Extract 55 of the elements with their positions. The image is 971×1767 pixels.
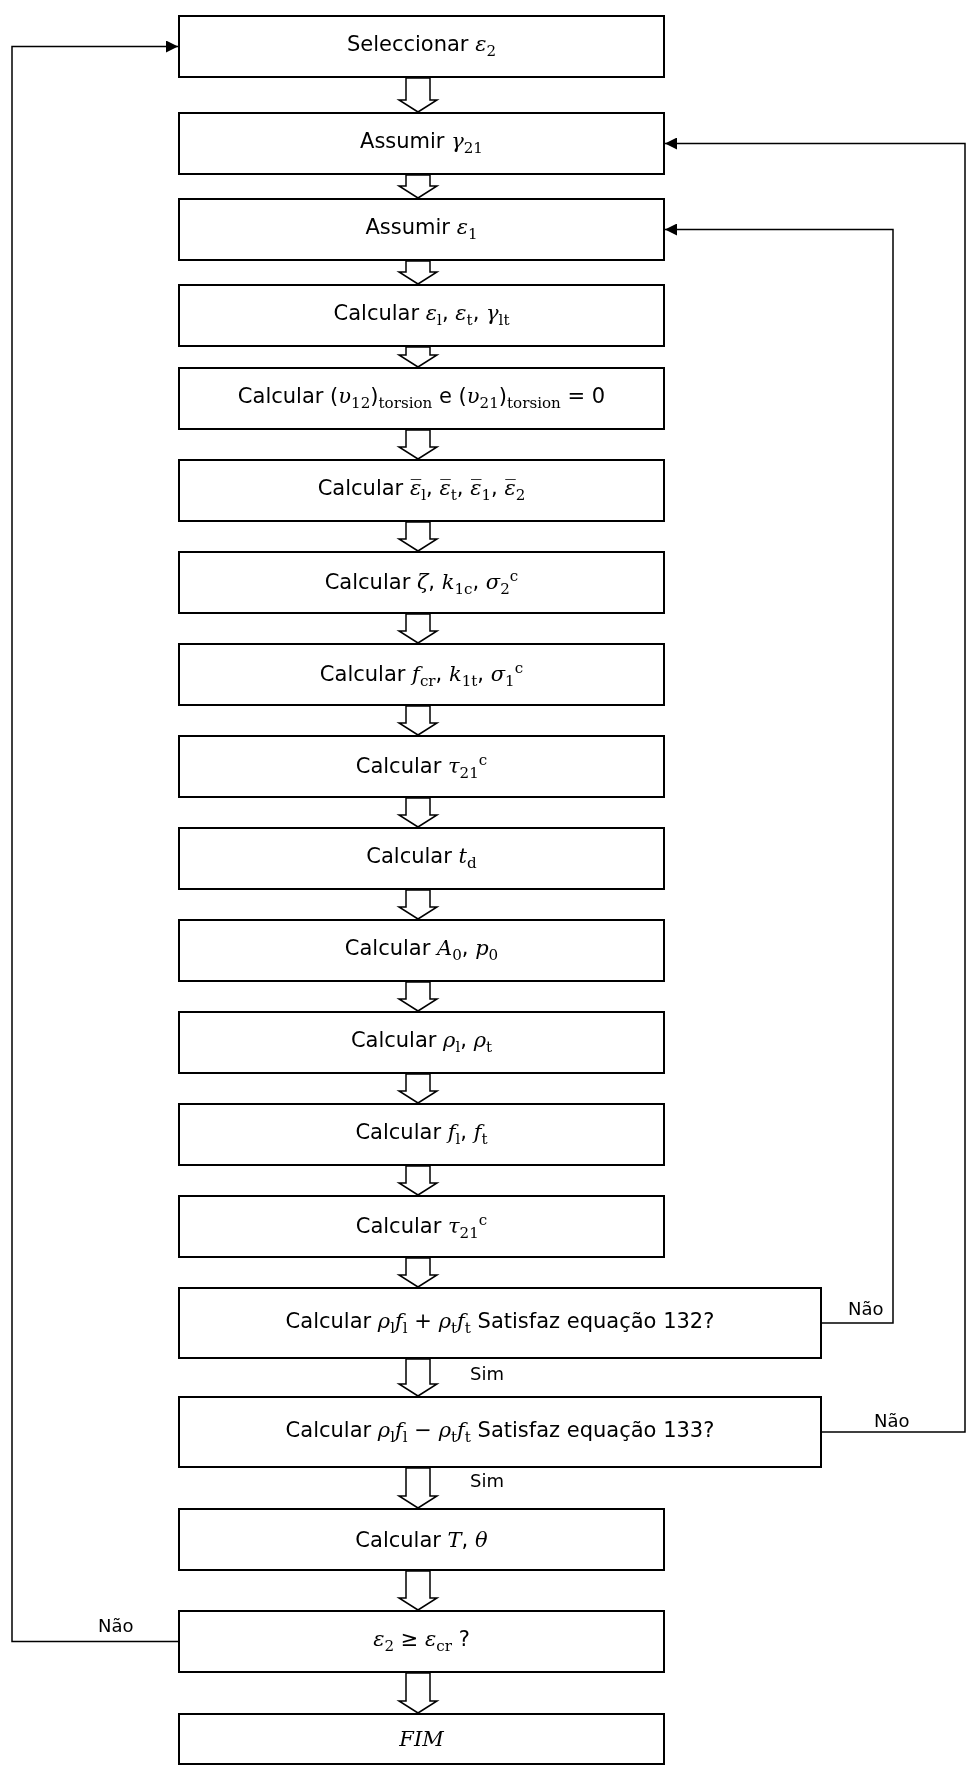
block-arrow xyxy=(396,981,440,1012)
step-text: Seleccionar ε$_{2}$ xyxy=(346,32,497,61)
block-arrow xyxy=(396,174,440,199)
process-box xyxy=(178,1103,665,1166)
step-text: Calcular ρ$_{l}$, ρ$_{t}$ xyxy=(350,1028,493,1057)
block-arrow xyxy=(396,1358,440,1397)
step-text: Calcular t$_{d}$ xyxy=(366,844,477,873)
block-arrow xyxy=(396,260,440,285)
process-box xyxy=(178,367,665,430)
process-box xyxy=(178,459,665,522)
process-box xyxy=(178,1396,822,1468)
step-text: Assumir γ$_{21}$ xyxy=(360,129,483,158)
step-text: Calcular ε$_{l}$, ε$_{t}$, γ$_{lt}$ xyxy=(333,301,510,330)
step-text: ε$_{2}$ ≥ ε$_{cr}$ ? xyxy=(373,1627,470,1656)
process-box xyxy=(178,1195,665,1258)
process-box xyxy=(178,735,665,798)
step-text: Calcular ρ$_{l}$f$_{l}$ − ρ$_{t}$f$_{t}$ Satisfaz equação 133? xyxy=(285,1417,715,1447)
arrow xyxy=(664,223,894,1324)
process-box xyxy=(178,1011,665,1074)
block-arrow xyxy=(396,521,440,552)
process-box xyxy=(178,112,665,175)
step-text: Calcular A$_{0}$, p$_{0}$ xyxy=(344,936,499,965)
arrow xyxy=(11,40,179,1643)
process-box xyxy=(178,919,665,982)
block-arrow xyxy=(396,346,440,368)
block-arrow xyxy=(396,797,440,828)
process-box xyxy=(178,198,665,261)
arrow xyxy=(664,137,966,1433)
block-arrow xyxy=(396,705,440,736)
step-text: Calcular f$_{l}$, f$_{t}$ xyxy=(355,1120,488,1149)
process-box xyxy=(178,284,665,347)
step-text: Assumir ε$_{1}$ xyxy=(365,215,478,244)
block-arrow xyxy=(396,889,440,920)
block-arrow xyxy=(396,1672,440,1714)
block-arrow xyxy=(396,1257,440,1288)
step-text: Calcular ρ$_{l}$f$_{l}$ + ρ$_{t}$f$_{t}$ Satisfaz equação 132? xyxy=(285,1308,715,1338)
process-box xyxy=(178,1610,665,1673)
block-arrow xyxy=(396,613,440,644)
block-arrow xyxy=(396,1467,440,1509)
process-box xyxy=(178,551,665,614)
process-box xyxy=(178,1508,665,1571)
block-arrow xyxy=(396,1165,440,1196)
step-text: Calcular ε̅$_{l}$, ε̅$_{t}$, ε̅$_{1}$, ε̅$_{2}$ xyxy=(317,476,526,505)
block-arrow xyxy=(396,429,440,460)
process-box xyxy=(178,15,665,78)
block-arrow xyxy=(396,1073,440,1104)
block-arrow xyxy=(396,77,440,113)
process-box xyxy=(178,827,665,890)
process-box xyxy=(178,643,665,706)
step-text: Calcular (υ$_{12}$)$_{torsion}$ e (υ$_{21}$)$_{torsion}$ = 0 xyxy=(237,384,606,413)
step-text: Calcular T, θ xyxy=(355,1527,488,1552)
process-box xyxy=(178,1287,822,1359)
block-arrow xyxy=(396,1570,440,1611)
step-text: FIM xyxy=(399,1727,444,1751)
process-box xyxy=(178,1713,665,1765)
